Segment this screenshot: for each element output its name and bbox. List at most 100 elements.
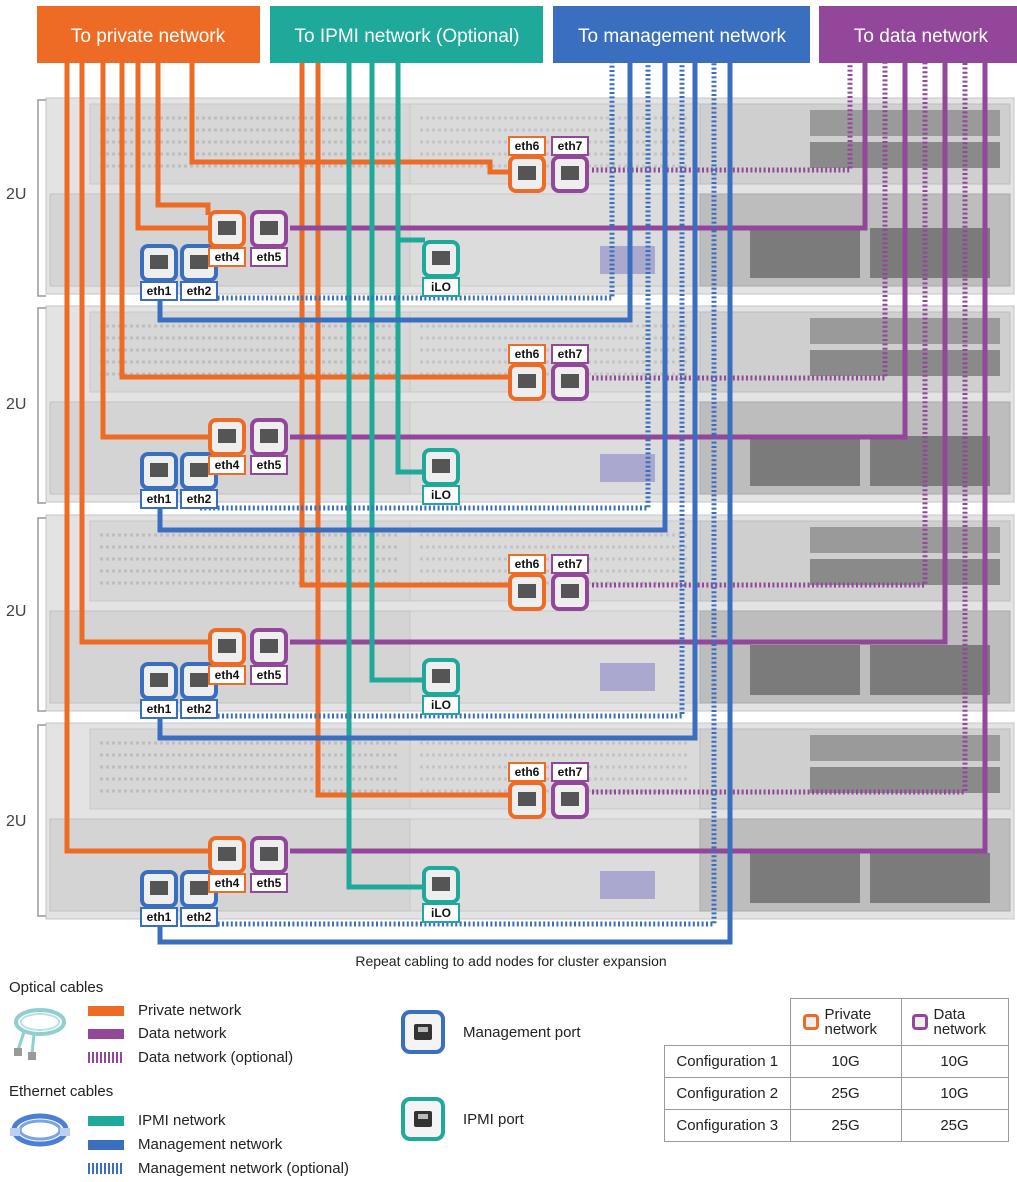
node-2-ilo-port: iLO	[423, 450, 459, 504]
node-1-bracket	[38, 100, 46, 296]
node-2-bracket	[38, 308, 46, 503]
node-4-eth6-port-jack	[518, 792, 536, 806]
node-4-ilo-port: iLO	[423, 868, 459, 922]
node-2-eth7-port: eth7	[552, 345, 588, 399]
node-3-eth1-port-jack	[150, 673, 168, 687]
power-supply	[750, 228, 860, 278]
data-optional-swatch	[88, 1052, 124, 1063]
config-private: 25G	[790, 1110, 901, 1142]
ipmi-swatch	[88, 1116, 124, 1126]
vga-connector	[600, 663, 655, 691]
table-corner	[665, 999, 791, 1046]
node-2-eth7-port-label: eth7	[558, 347, 583, 361]
node-1-eth6-port-jack	[518, 166, 536, 180]
node-2-ilo-port-label: iLO	[431, 488, 451, 502]
management-optional-swatch	[88, 1163, 124, 1174]
node-3-eth2-port-label: eth2	[187, 702, 212, 716]
table-row: Configuration 3 25G 25G	[665, 1110, 1009, 1142]
optical-cable-icon	[10, 1000, 72, 1062]
node-3-eth4-port-label: eth4	[215, 668, 240, 682]
node-2-eth1-port: eth1	[141, 454, 177, 508]
legend-data-network-optional: Data network (optional)	[88, 1049, 293, 1066]
vga-connector	[600, 871, 655, 899]
config-private: 25G	[790, 1078, 901, 1110]
node-2-eth4-port-jack	[218, 429, 236, 443]
node-3-height-label: 2U	[6, 603, 26, 620]
node-4-eth5-port-label: eth5	[257, 876, 282, 890]
psu-slot	[810, 767, 1000, 793]
node-1-eth2-port-label: eth2	[187, 284, 212, 298]
power-supply	[750, 853, 860, 903]
node-4-ilo-port-jack	[432, 877, 450, 891]
data-port-icon	[912, 1014, 928, 1030]
node-2-ilo-port-jack	[432, 459, 450, 473]
node-1-eth4-port-jack	[218, 221, 236, 235]
node-3-ilo-port-label: iLO	[431, 698, 451, 712]
node-2-eth1-port-jack	[150, 463, 168, 477]
node-1-ilo-port: iLO	[423, 242, 459, 296]
node-1-eth5-port-label: eth5	[257, 250, 282, 264]
power-supply	[870, 436, 990, 486]
legend-management-network-optional: Management network (optional)	[88, 1160, 349, 1177]
config-name: Configuration 2	[665, 1078, 791, 1110]
node-3-eth4-port-jack	[218, 639, 236, 653]
node-4-eth2-port-label: eth2	[187, 910, 212, 924]
node-2-eth6-port-label: eth6	[515, 347, 540, 361]
table-row: Configuration 1 10G 10G	[665, 1046, 1009, 1078]
node-4-bracket	[38, 725, 46, 916]
legend-ethernet-title: Ethernet cables	[9, 1083, 113, 1100]
node-1-ilo-port-label: iLO	[431, 280, 451, 294]
node-1-eth4-port: eth4	[209, 212, 245, 266]
legend-management-label: Management network	[138, 1136, 282, 1153]
node-1-eth1-port-label: eth1	[147, 284, 172, 298]
legend-ipmi-port: IPMI port	[401, 1097, 524, 1141]
node-4-eth2-port-jack	[190, 881, 208, 895]
node-4-eth7-port-label: eth7	[558, 765, 583, 779]
legend-management-optional-label: Management network (optional)	[138, 1160, 349, 1177]
node-4-eth4-port-jack	[218, 847, 236, 861]
legend-management-port: Management port	[401, 1010, 581, 1054]
node-3-ilo-port-jack	[432, 669, 450, 683]
node-4-eth1-port: eth1	[141, 872, 177, 926]
legend-management-network: Management network	[88, 1136, 282, 1153]
node-4-eth1-port-label: eth1	[147, 910, 172, 924]
node-1-eth7-port-label: eth7	[558, 139, 583, 153]
node-3-eth5-port-label: eth5	[257, 668, 282, 682]
node-1-eth7-port: eth7	[552, 137, 588, 191]
node-3-eth5-port-jack	[260, 639, 278, 653]
header-ipmi-label: To IPMI network (Optional)	[295, 26, 520, 47]
table-row: Configuration 2 25G 10G	[665, 1078, 1009, 1110]
col-private-label: Private network	[825, 1007, 889, 1037]
ethernet-cable-icon	[8, 1104, 72, 1160]
node-4-eth6-port: eth6	[509, 763, 545, 817]
legend-ipmi-port-label: IPMI port	[463, 1111, 524, 1128]
node-1-eth5-port-jack	[260, 221, 278, 235]
node-3-eth6-port-label: eth6	[515, 557, 540, 571]
legend-ipmi-network: IPMI network	[88, 1112, 226, 1129]
power-supply	[870, 645, 990, 695]
node-1-eth5-port: eth5	[251, 212, 287, 266]
node-2-eth6-port-jack	[518, 374, 536, 388]
node-4-eth4-port: eth4	[209, 838, 245, 892]
node-1-height-label: 2U	[6, 186, 26, 203]
node-2-eth1-port-label: eth1	[147, 492, 172, 506]
node-4-eth5-port: eth5	[251, 838, 287, 892]
node-3-eth1-port: eth1	[141, 664, 177, 718]
node-1-eth1-port-jack	[150, 255, 168, 269]
node-4-ilo-port-label: iLO	[431, 906, 451, 920]
node-2-eth5-port-label: eth5	[257, 458, 282, 472]
node-4-eth7-port: eth7	[552, 763, 588, 817]
header-private-network: To private network	[37, 6, 260, 63]
node-4-eth5-port-jack	[260, 847, 278, 861]
header-management-network: To management network	[553, 6, 810, 63]
node-2-eth4-port: eth4	[209, 420, 245, 474]
node-3-eth2-port-jack	[190, 673, 208, 687]
node-1-eth2-port-jack	[190, 255, 208, 269]
header-private-label: To private network	[71, 26, 226, 47]
node-2-eth4-port-label: eth4	[215, 458, 240, 472]
node-3-eth7-port-jack	[561, 584, 579, 598]
ipmi-port-icon	[401, 1097, 445, 1141]
configuration-table: Private network Data network Configurati…	[664, 998, 1009, 1142]
power-supply	[750, 645, 860, 695]
node-4-eth1-port-jack	[150, 881, 168, 895]
